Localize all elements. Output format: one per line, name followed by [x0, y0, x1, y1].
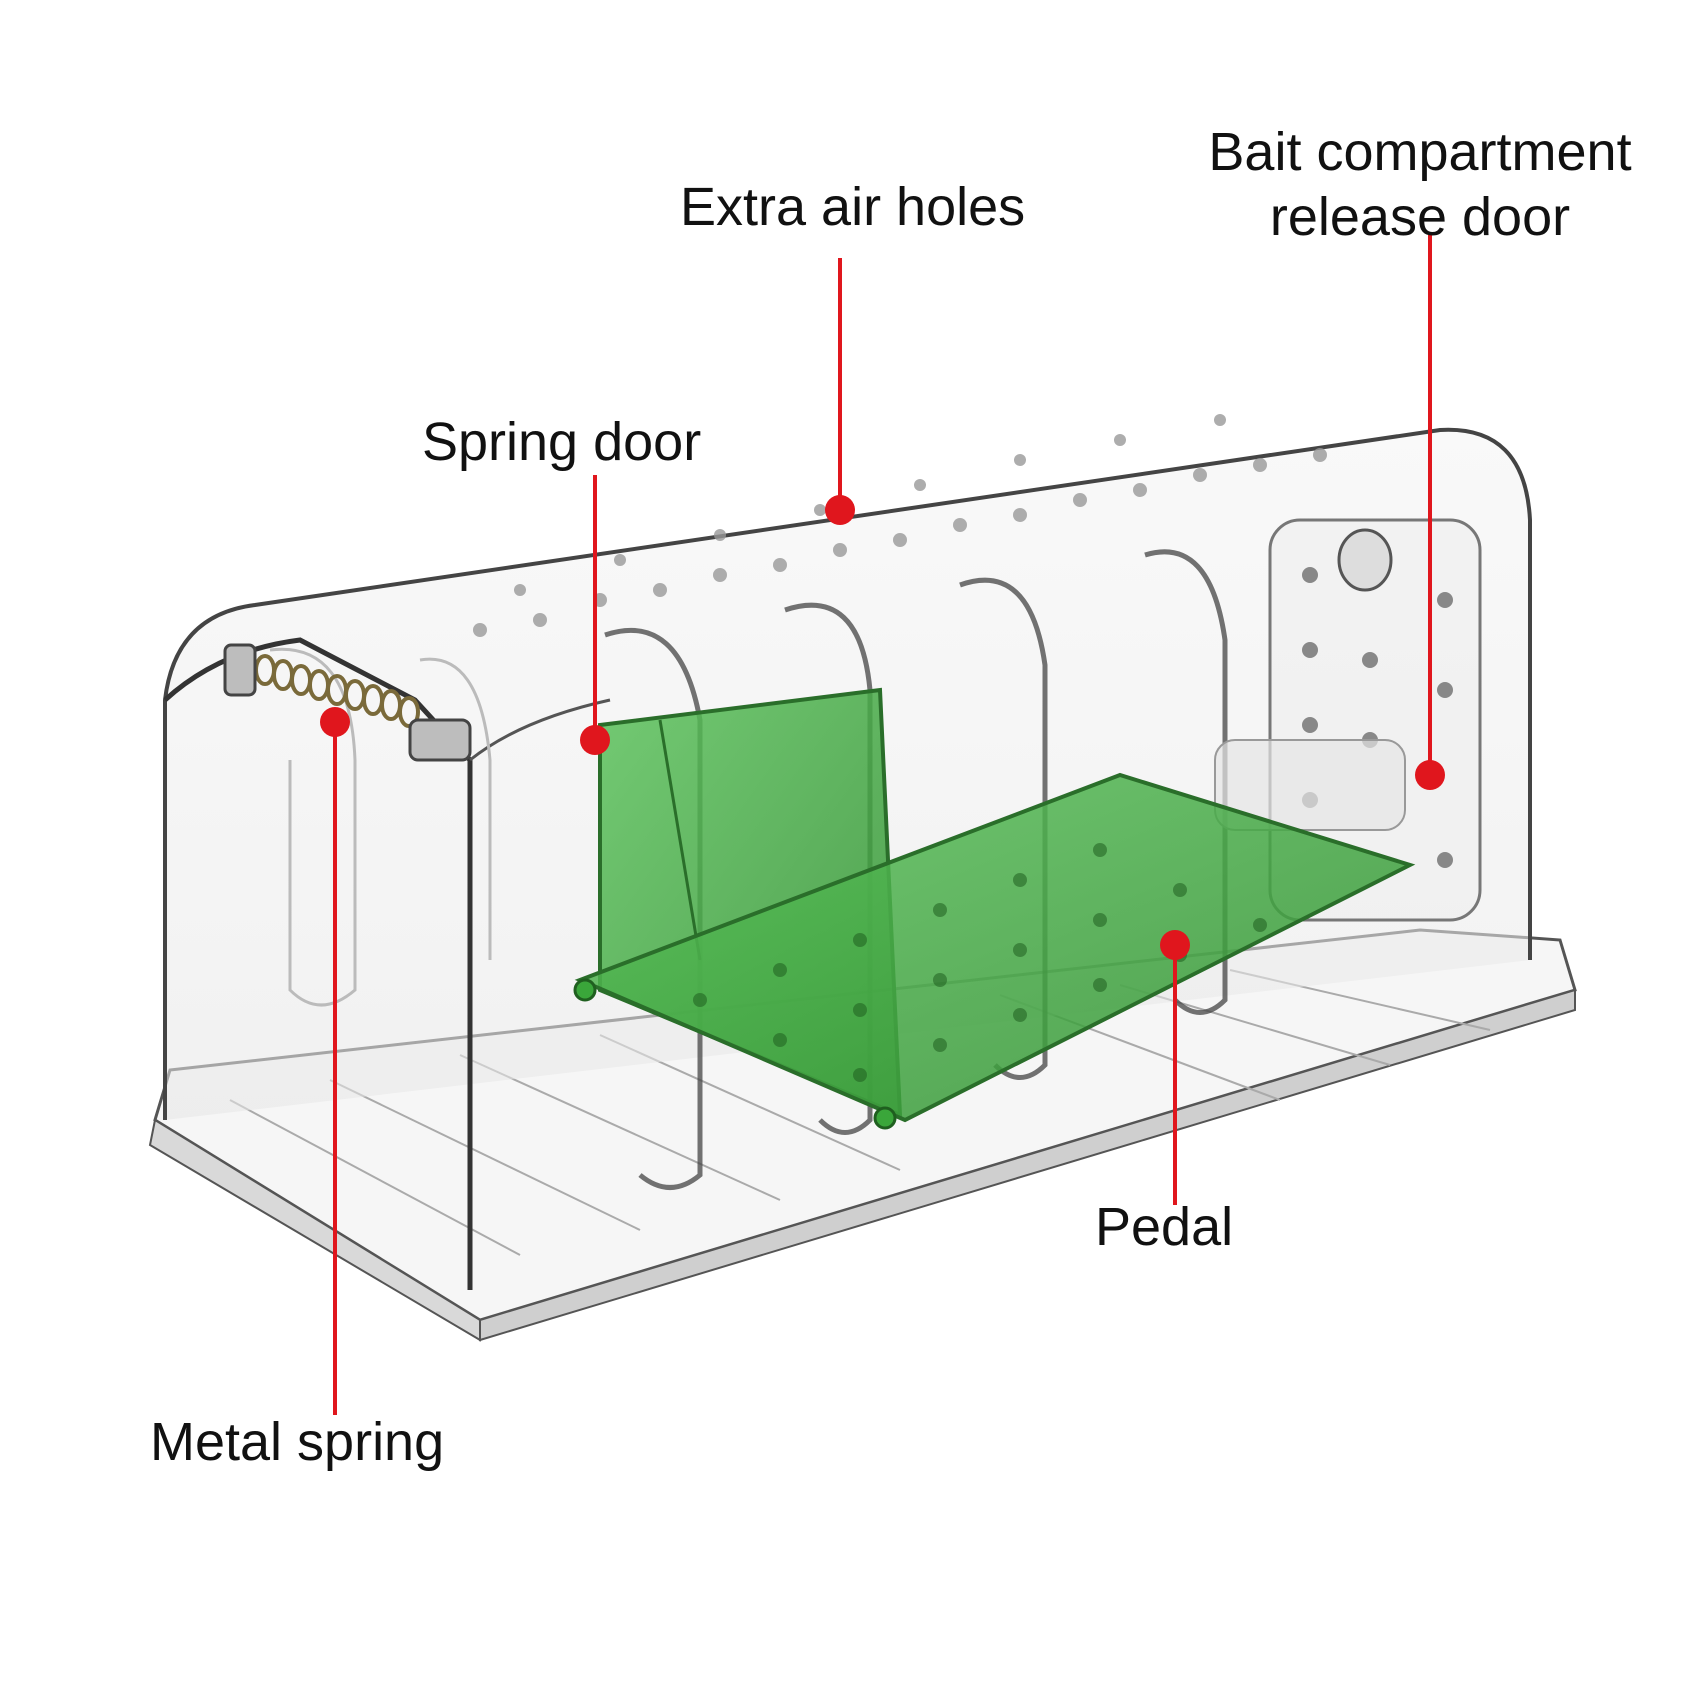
label-pedal: Pedal: [1095, 1197, 1234, 1257]
callout-metal-spring: [320, 707, 350, 1415]
callout-bait-compartment: [1415, 235, 1445, 790]
metal-spring-coil: [254, 654, 420, 728]
callout-spring-door: [580, 475, 610, 755]
callout-pedal: [1160, 930, 1190, 1205]
label-extra-air-holes: Extra air holes: [680, 177, 1026, 237]
spring-hinge: [223, 643, 472, 762]
callout-markers: [320, 235, 1445, 1415]
label-bait-line1: Bait compartment: [1208, 122, 1632, 182]
bait-compartment: [1214, 518, 1482, 922]
label-bait-compartment: Bait compartment release door: [1190, 120, 1650, 250]
callout-extra-air-holes: [825, 258, 855, 525]
label-spring-door: Spring door: [422, 412, 702, 472]
label-bait-line2: release door: [1269, 186, 1571, 247]
label-metal-spring: Metal spring: [150, 1412, 445, 1472]
